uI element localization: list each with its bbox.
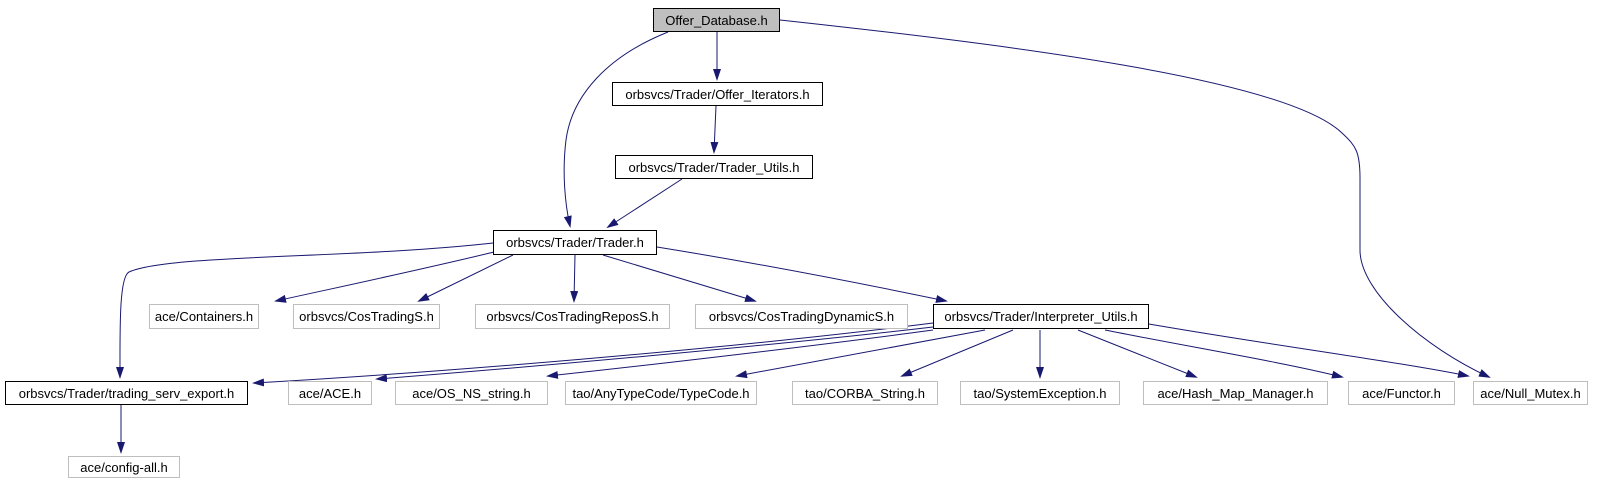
node-costradings: orbsvcs/CosTradingS.h — [293, 304, 440, 329]
edge-interpreter-utils-to-null-mutex — [1148, 323, 1470, 378]
edge-offer-iterators-to-trader-utils — [710, 105, 719, 154]
edge-trader-to-interpreter-utils — [656, 246, 948, 303]
node-label: orbsvcs/Trader/Trader_Utils.h — [628, 159, 800, 175]
edge-trader-to-costradingdynamics — [602, 254, 757, 302]
edge-interpreter-utils-to-ace — [375, 326, 934, 383]
node-functor: ace/Functor.h — [1348, 381, 1455, 405]
node-systemexception: tao/SystemException.h — [960, 381, 1120, 405]
node-label: orbsvcs/Trader/Trader.h — [506, 235, 644, 250]
node-trading-serv-export[interactable]: orbsvcs/Trader/trading_serv_export.h — [5, 381, 248, 405]
edge-trader-to-costradings — [417, 254, 514, 302]
node-ace: ace/ACE.h — [288, 381, 372, 405]
edge-offer-database-to-null-mutex — [779, 19, 1491, 378]
node-label: orbsvcs/CosTradingReposS.h — [486, 309, 659, 324]
node-label: ace/OS_NS_string.h — [412, 385, 531, 401]
edge-interpreter-utils-to-functor — [1104, 329, 1344, 379]
node-label: ace/Containers.h — [154, 309, 254, 324]
edge-trader-to-trading-serv-export — [115, 242, 494, 379]
node-label: ace/ACE.h — [298, 385, 362, 401]
node-label: ace/Hash_Map_Manager.h — [1157, 385, 1314, 401]
edge-trader-to-costradingreposs — [570, 254, 579, 303]
node-label: orbsvcs/Trader/trading_serv_export.h — [18, 385, 235, 401]
edge-trader-to-containers — [274, 251, 495, 303]
node-label: tao/SystemException.h — [973, 385, 1107, 401]
node-interpreter-utils[interactable]: orbsvcs/Trader/Interpreter_Utils.h — [933, 304, 1149, 329]
edge-interpreter-utils-to-trading-serv-export — [252, 322, 934, 387]
node-null-mutex: ace/Null_Mutex.h — [1473, 381, 1588, 405]
edge-interpreter-utils-to-os-ns-string — [546, 329, 934, 379]
node-costradingreposs: orbsvcs/CosTradingReposS.h — [475, 304, 670, 329]
node-label: tao/CORBA_String.h — [805, 385, 925, 401]
edge-trader-utils-to-trader — [606, 178, 683, 229]
node-label: orbsvcs/CosTradingS.h — [299, 309, 434, 324]
node-label: ace/Functor.h — [1362, 385, 1441, 401]
edge-interpreter-utils-to-hash-map-manager — [1077, 329, 1198, 378]
node-trader-utils[interactable]: orbsvcs/Trader/Trader_Utils.h — [615, 155, 813, 179]
node-typecode: tao/AnyTypeCode/TypeCode.h — [565, 381, 757, 405]
node-costradingdynamics: orbsvcs/CosTradingDynamicS.h — [695, 304, 908, 329]
node-label: tao/AnyTypeCode/TypeCode.h — [572, 385, 750, 401]
node-label: Offer_Database.h — [665, 12, 768, 28]
node-offer-iterators[interactable]: orbsvcs/Trader/Offer_Iterators.h — [612, 82, 823, 106]
node-hash-map-manager: ace/Hash_Map_Manager.h — [1143, 381, 1328, 405]
node-label: orbsvcs/Trader/Interpreter_Utils.h — [944, 309, 1138, 324]
node-label: orbsvcs/CosTradingDynamicS.h — [708, 309, 895, 324]
node-config-all: ace/config-all.h — [68, 456, 180, 478]
node-offer-database[interactable]: Offer_Database.h — [653, 8, 780, 32]
node-os-ns-string: ace/OS_NS_string.h — [395, 381, 548, 405]
node-label: ace/config-all.h — [80, 459, 168, 475]
edge-interpreter-utils-to-corba-string — [900, 329, 1014, 377]
node-label: orbsvcs/Trader/Offer_Iterators.h — [625, 86, 810, 102]
edge-offer-database-to-trader — [563, 31, 669, 228]
node-trader[interactable]: orbsvcs/Trader/Trader.h — [493, 230, 657, 255]
edge-interpreter-utils-to-typecode — [735, 329, 986, 379]
node-corba-string: tao/CORBA_String.h — [792, 381, 938, 405]
node-containers: ace/Containers.h — [149, 304, 259, 329]
node-label: ace/Null_Mutex.h — [1480, 385, 1581, 401]
